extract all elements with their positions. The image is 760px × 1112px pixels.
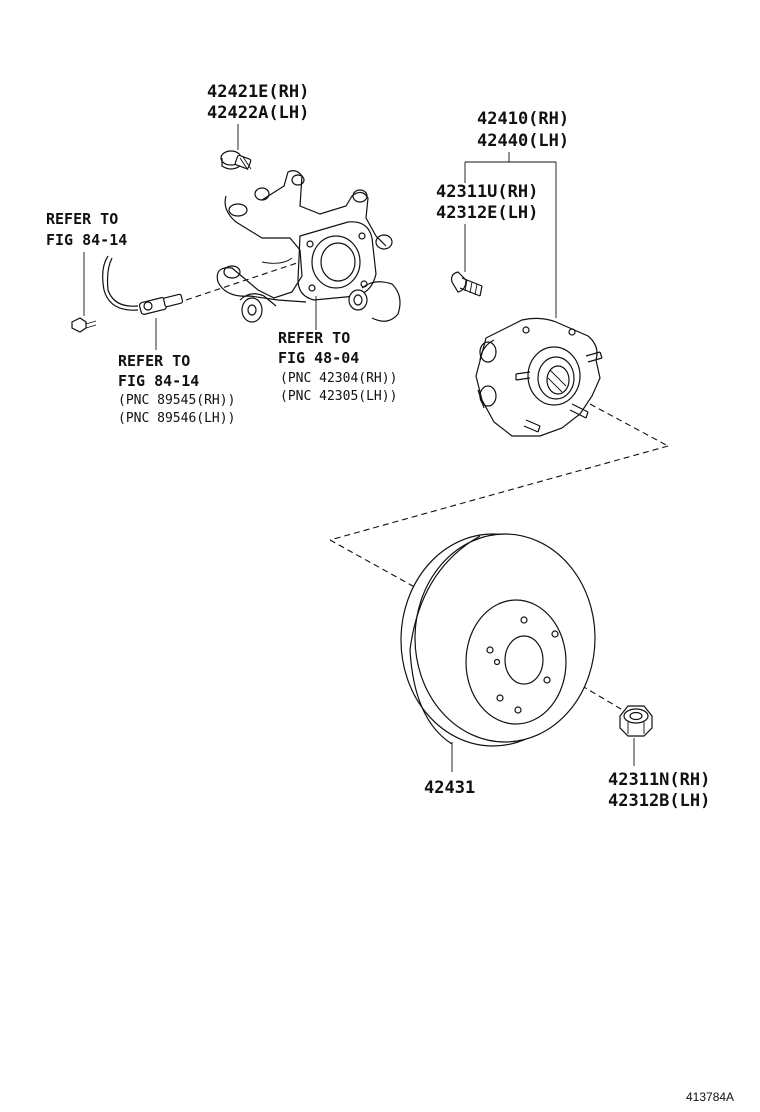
callout-nut-rh: 42311N(RH): [608, 770, 710, 790]
refer-left-line2: FIG 84-14: [46, 231, 127, 249]
callout-stud-lh: 42312E(LH): [436, 203, 538, 223]
sensor-bolt-icon: [71, 317, 97, 333]
refer-knuckle-line1: REFER TO: [278, 329, 350, 347]
refer-sensor-line2: FIG 84-14: [118, 372, 199, 390]
hub-bearing: [475, 317, 603, 437]
brake-disc: [400, 533, 596, 747]
refer-knuckle-line2: FIG 48-04: [278, 349, 359, 367]
callout-bolt-rh: 42421E(RH): [207, 82, 309, 102]
pnc-knuckle-lh: (PNC 42305(LH)): [280, 389, 397, 404]
knuckle-bolt-icon: [220, 150, 252, 171]
leader-lines: [83, 124, 635, 772]
hub-nut-icon: [619, 705, 653, 737]
speed-sensor: [102, 255, 184, 315]
callout-disc: 42431: [424, 778, 475, 798]
pnc-knuckle-rh: (PNC 42304(RH)): [280, 371, 397, 386]
callout-stud-rh: 42311U(RH): [436, 182, 538, 202]
callout-bolt-lh: 42422A(LH): [207, 103, 309, 123]
figure-id: 413784A: [686, 1090, 734, 1104]
pnc-sensor-rh: (PNC 89545(RH)): [118, 393, 235, 408]
callout-hub-rh: 42410(RH): [477, 109, 569, 129]
callout-nut-lh: 42312B(LH): [608, 791, 710, 811]
hub-stud-icon: [451, 271, 483, 297]
refer-left-line1: REFER TO: [46, 210, 118, 228]
steering-knuckle: [216, 170, 401, 323]
refer-sensor-line1: REFER TO: [118, 352, 190, 370]
pnc-sensor-lh: (PNC 89546(LH)): [118, 411, 235, 426]
callout-hub-lh: 42440(LH): [477, 131, 569, 151]
